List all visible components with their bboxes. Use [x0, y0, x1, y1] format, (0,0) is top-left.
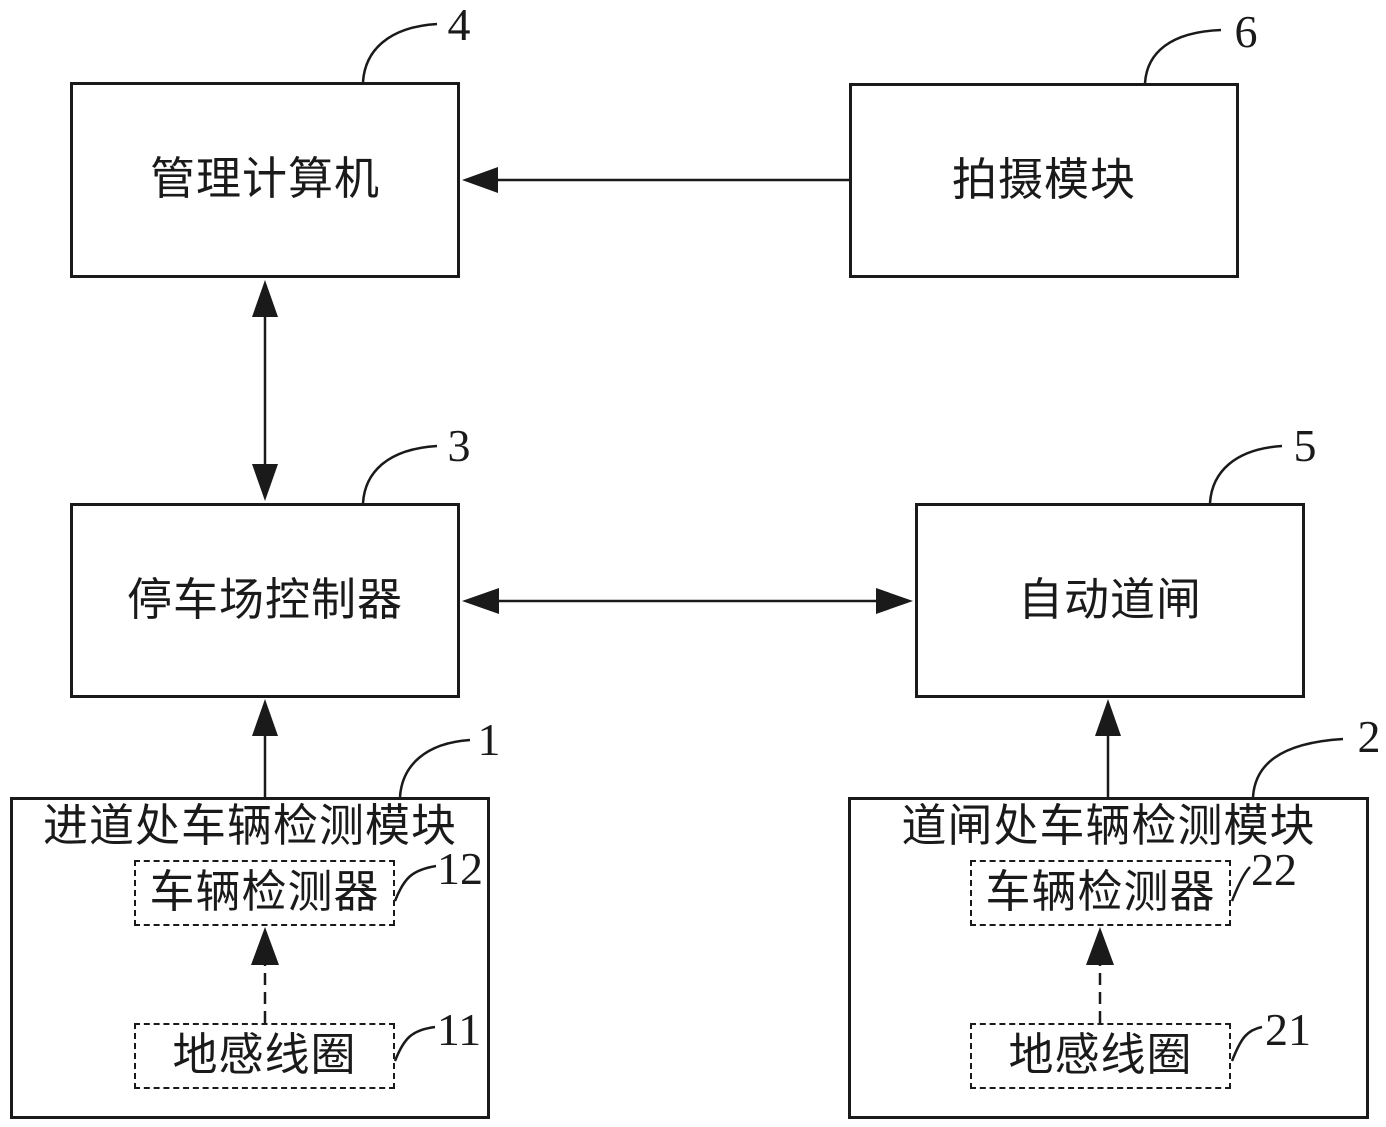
node-label-management-computer: 管理计算机 — [149, 154, 380, 205]
arrow-controller-barrier-bidirectional — [462, 588, 913, 614]
ref-numeral-entrance-vehicle-detector: 12 — [437, 843, 483, 894]
node-entrance-vehicle-detector: 车辆检测器 — [134, 860, 395, 926]
ref-numeral-auto-barrier: 5 — [1293, 420, 1317, 471]
title-gate-detection-module: 道闸处车辆检测模块 — [901, 801, 1316, 851]
arrow-gate-coil-to-detector-dashed — [1086, 927, 1114, 1023]
container-entrance-detection-module: 进道处车辆检测模块 — [10, 797, 490, 1119]
node-parking-controller: 停车场控制器 — [70, 503, 460, 698]
arrow-camera-to-computer — [462, 167, 849, 193]
ref-numeral-gate-vehicle-detector: 22 — [1251, 844, 1297, 895]
node-auto-barrier: 自动道闸 — [915, 503, 1305, 698]
ref-numeral-gate-detection-module: 2 — [1357, 711, 1381, 762]
ref-numeral-entrance-ground-coil: 11 — [436, 1004, 482, 1055]
node-label-camera-module: 拍摄模块 — [951, 154, 1136, 205]
node-label-gate-vehicle-detector: 车辆检测器 — [985, 867, 1216, 918]
ref-numeral-management-computer: 4 — [447, 0, 471, 50]
ref-numeral-camera-module: 6 — [1234, 6, 1258, 57]
node-entrance-ground-coil: 地感线圈 — [134, 1023, 395, 1089]
leader-camera-module — [1143, 28, 1222, 84]
node-label-entrance-ground-coil: 地感线圈 — [172, 1030, 357, 1081]
leader-gate-detection-module — [1251, 737, 1344, 798]
leader-parking-controller — [361, 444, 438, 504]
node-management-computer: 管理计算机 — [70, 82, 460, 278]
container-gate-detection-module: 道闸处车辆检测模块 — [848, 797, 1369, 1119]
title-entrance-detection-module: 进道处车辆检测模块 — [42, 801, 457, 851]
leader-gate-ground-coil — [1230, 1025, 1263, 1062]
node-label-parking-controller: 停车场控制器 — [126, 574, 403, 625]
leader-entrance-vehicle-detector — [393, 864, 437, 902]
leader-gate-vehicle-detector — [1230, 866, 1251, 902]
leader-management-computer — [361, 22, 438, 83]
arrow-computer-controller-bidirectional — [252, 280, 278, 501]
node-gate-ground-coil: 地感线圈 — [970, 1023, 1231, 1089]
leader-lines — [361, 22, 1344, 1062]
ref-numeral-parking-controller: 3 — [447, 420, 471, 471]
ref-numeral-gate-ground-coil: 21 — [1265, 1004, 1311, 1055]
node-label-auto-barrier: 自动道闸 — [1017, 574, 1202, 625]
node-camera-module: 拍摄模块 — [849, 83, 1239, 278]
node-label-entrance-vehicle-detector: 车辆检测器 — [149, 867, 380, 918]
node-label-gate-ground-coil: 地感线圈 — [1008, 1030, 1193, 1081]
arrow-entrance-module-to-controller — [252, 699, 278, 797]
node-gate-vehicle-detector: 车辆检测器 — [970, 860, 1231, 926]
leader-auto-barrier — [1208, 444, 1283, 504]
leader-entrance-detection-module — [398, 738, 471, 798]
arrow-gate-module-to-barrier — [1095, 699, 1121, 797]
leader-entrance-ground-coil — [393, 1025, 436, 1062]
arrow-entrance-coil-to-detector-dashed — [251, 927, 279, 1023]
ref-numeral-entrance-detection-module: 1 — [477, 714, 501, 765]
